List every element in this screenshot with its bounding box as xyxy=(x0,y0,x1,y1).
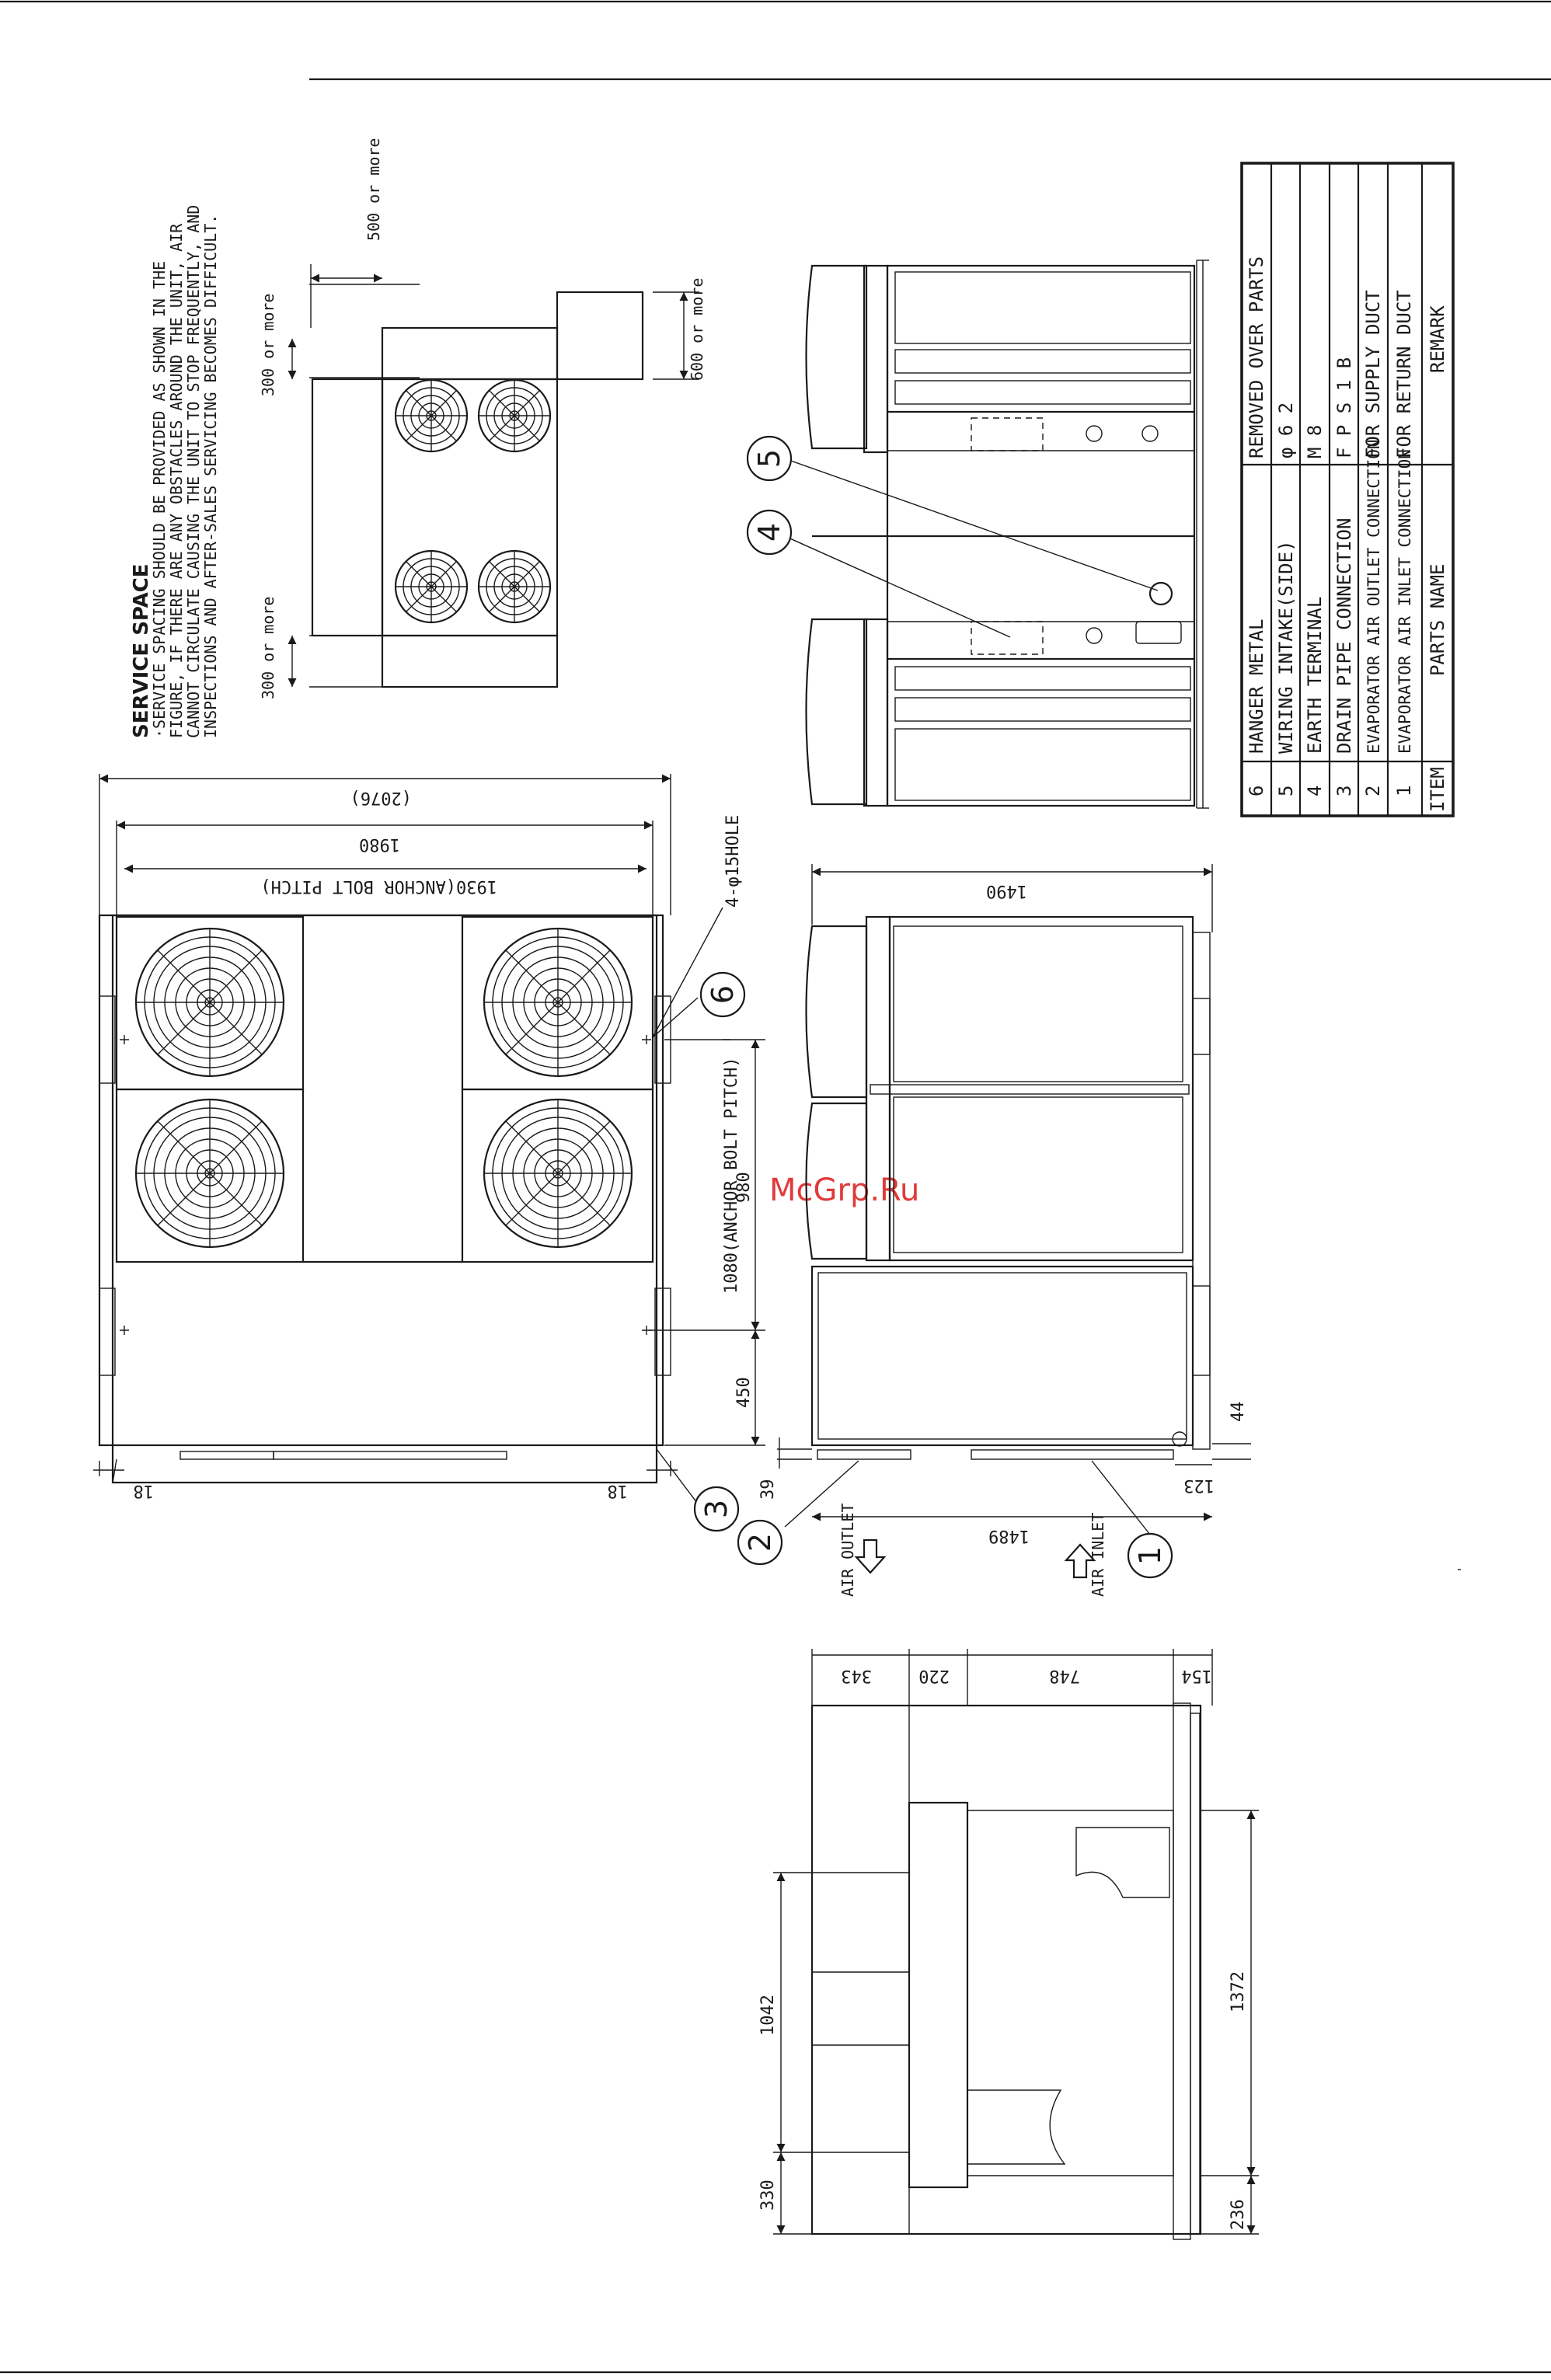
parts-table-row: 6 HANGER METAL REMOVED OVER PARTS xyxy=(1246,256,1267,796)
balloon-4-label: 4 xyxy=(752,523,786,542)
parts-table: 6 HANGER METAL REMOVED OVER PARTS 5 WIRI… xyxy=(1240,162,1455,817)
service-space-title: SERVICE SPACE xyxy=(130,563,153,738)
part-name-3: DRAIN PIPE CONNECTION xyxy=(1333,518,1355,754)
dim-123: 123 xyxy=(1183,1476,1215,1495)
hole-note: 4-φ15HOLE xyxy=(723,815,743,908)
remark-6: REMOVED OVER PARTS xyxy=(1246,256,1267,458)
air-inlet-arrow xyxy=(1064,1543,1096,1579)
clearance-side-b: 300 or more xyxy=(259,597,277,699)
dim-450: 450 xyxy=(734,1377,754,1408)
balloon-1-label: 1 xyxy=(1133,1546,1167,1565)
clearance-right: 600 or more xyxy=(688,278,706,381)
parts-table-row: 5 WIRING INTAKE(SIDE) φ 6 2 xyxy=(1275,402,1297,796)
dim-39: 39 xyxy=(758,1479,778,1500)
balloon-3-label: 3 xyxy=(699,1500,734,1518)
part-name-4: EARTH TERMINAL xyxy=(1304,597,1326,754)
header-item: ITEM xyxy=(1427,767,1448,812)
item-5: 5 xyxy=(1275,786,1297,796)
dim-343: 343 xyxy=(841,1666,872,1685)
air-inlet-label: AIR INLET xyxy=(1089,1513,1107,1597)
dim-980: 980 xyxy=(734,1172,754,1203)
dim-1372: 1372 xyxy=(1229,1971,1248,2012)
parts-table-row: 3 DRAIN PIPE CONNECTION F P S 1 B xyxy=(1333,357,1355,796)
clearance-top: 500 or more xyxy=(364,138,383,241)
remark-2: FOR SUPPLY DUCT xyxy=(1362,290,1384,458)
header-parts-name: PARTS NAME xyxy=(1427,564,1448,677)
dim-anchor-1930: 1930(ANCHOR BOLT PITCH) xyxy=(260,876,497,896)
dim-1042: 1042 xyxy=(758,1995,778,2036)
remark-4: M 8 xyxy=(1304,425,1326,458)
dim-body-1980: 1980 xyxy=(359,835,400,854)
balloon-2-label: 2 xyxy=(743,1533,777,1552)
item-3: 3 xyxy=(1333,786,1355,796)
service-note-line-3: CANNOT CIRCULATE CAUSING THE UNIT TO STO… xyxy=(184,205,203,738)
dim-220: 220 xyxy=(918,1666,950,1685)
dim-236: 236 xyxy=(1229,2199,1248,2230)
parts-table-row: 1 EVAPORATOR AIR INLET CONNECTION FOR RE… xyxy=(1393,290,1415,796)
service-note-line-2: FIGURE, IF THERE ARE ANY OBSTACLES AROUN… xyxy=(167,223,186,738)
clearance-side-a: 300 or more xyxy=(259,294,277,396)
dim-width-1489: 1489 xyxy=(988,1526,1030,1545)
service-space-diagram: SERVICE SPACE ·SERVICE SPACING SHOULD BE… xyxy=(130,138,706,738)
parts-table-row: 4 EARTH TERMINAL M 8 xyxy=(1304,425,1326,796)
service-note-line-1: ·SERVICE SPACING SHOULD BE PROVIDED AS S… xyxy=(150,261,169,738)
dim-154: 154 xyxy=(1181,1666,1212,1685)
balloon-5-label: 5 xyxy=(752,449,786,468)
dim-height-1490: 1490 xyxy=(986,881,1027,901)
air-outlet-arrow xyxy=(854,1538,887,1574)
part-name-2: EVAPORATOR AIR OUTLET CONNECTION xyxy=(1365,439,1383,754)
header-remark: REMARK xyxy=(1427,305,1448,373)
dim-748: 748 xyxy=(1049,1666,1080,1685)
dim-18-right: 18 xyxy=(608,1481,629,1500)
item-1: 1 xyxy=(1393,786,1415,796)
bottom-view: 343 220 748 154 1042 330 1372 236 xyxy=(758,1649,1259,2240)
parts-table-header: ITEM PARTS NAME REMARK xyxy=(1427,305,1448,812)
air-outlet-label: AIR OUTLET xyxy=(838,1504,857,1597)
dim-anchor-1080: 1080(ANCHOR BOLT PITCH) xyxy=(722,1057,741,1294)
part-name-1: EVAPORATOR AIR INLET CONNECTION xyxy=(1396,449,1414,754)
side-elevation: 4 5 xyxy=(746,260,1209,809)
front-elevation: 1490 1489 39 44 123 AIR OUTLET AIR INLET… xyxy=(737,864,1251,1597)
part-name-6: HANGER METAL xyxy=(1246,619,1267,754)
parts-table-row: 2 EVAPORATOR AIR OUTLET CONNECTION FOR S… xyxy=(1362,290,1384,796)
remark-5: φ 6 2 xyxy=(1275,402,1297,458)
item-6: 6 xyxy=(1246,786,1267,796)
balloon-6-label: 6 xyxy=(706,985,740,1004)
part-name-5: WIRING INTAKE(SIDE) xyxy=(1275,540,1297,754)
top-view: (2076) 1980 1930(ANCHOR BOLT PITCH) 1080… xyxy=(93,774,765,1532)
item-4: 4 xyxy=(1304,786,1326,796)
remark-3: F P S 1 B xyxy=(1333,357,1355,458)
dim-330: 330 xyxy=(758,2180,778,2211)
watermark: McGrp.Ru xyxy=(769,1173,919,1208)
item-2: 2 xyxy=(1362,786,1384,796)
remark-1: FOR RETURN DUCT xyxy=(1393,290,1415,458)
dim-18-left: 18 xyxy=(134,1481,155,1500)
service-note-line-4: INSPECTIONS AND AFTER-SALES SERVICING BE… xyxy=(201,214,220,738)
dim-44: 44 xyxy=(1229,1402,1248,1423)
dim-overall-2076: (2076) xyxy=(350,788,412,807)
